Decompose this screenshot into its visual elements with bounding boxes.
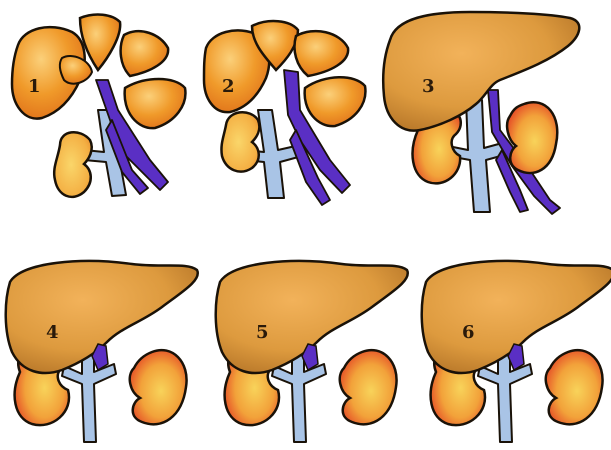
panel-label: 2 [222,76,235,97]
panel-label: 4 [46,322,59,343]
panel-4: 4 [6,261,198,442]
panel-3: 3 [383,12,579,214]
panel-label: 6 [462,322,475,343]
panel-6: 6 [422,261,611,442]
panel-label: 5 [256,322,269,343]
panel-5: 5 [216,261,408,442]
panel-label: 3 [422,76,435,97]
panel-1: 1 [12,15,185,197]
panel-2: 2 [204,21,365,205]
panel-label: 1 [28,76,41,97]
